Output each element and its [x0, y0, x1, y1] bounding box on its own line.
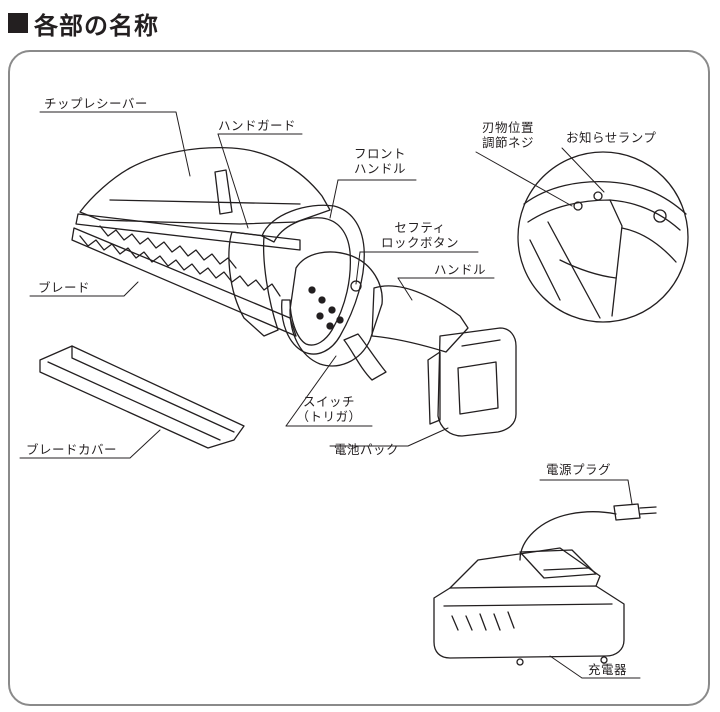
label-safety-lock-line1: セフティ — [394, 220, 446, 235]
label-indicator-lamp: お知らせランプ — [566, 130, 657, 145]
charger-illustration — [433, 503, 657, 666]
label-front-handle: フロント ハンドル — [340, 146, 420, 176]
label-hand-guard: ハンドガード — [218, 118, 297, 133]
label-safety-lock-line2: ロックボタン — [380, 235, 459, 250]
label-blade-adjust-screw: 刃物位置 調節ネジ — [472, 120, 544, 150]
label-chip-receiver: チップレシーバー — [44, 96, 148, 111]
label-front-handle-line2: ハンドル — [353, 161, 406, 176]
label-switch-line2: （トリガ） — [296, 409, 362, 424]
power-plug-shape — [613, 503, 641, 521]
label-blade: ブレード — [38, 280, 91, 295]
inset-detail-illustration — [517, 151, 689, 323]
blade-cover-illustration — [39, 345, 245, 449]
rear-handle-shape — [371, 285, 469, 353]
label-charger: 充電器 — [588, 662, 628, 677]
label-safety-lock: セフティ ロックボタン — [362, 220, 478, 250]
label-front-handle-line1: フロント — [353, 146, 406, 161]
label-blade-adjust-line1: 刃物位置 — [481, 120, 534, 135]
charger-cable-shape — [519, 511, 617, 561]
diagram-frame — [8, 50, 710, 706]
front-handle-shape — [261, 204, 365, 355]
label-blade-cover: ブレードカバー — [26, 442, 118, 457]
label-switch: スイッチ （トリガ） — [286, 394, 372, 424]
label-handle: ハンドル — [434, 262, 487, 277]
square-bullet-icon — [8, 13, 28, 33]
label-power-plug: 電源プラグ — [546, 462, 612, 477]
chip-receiver-shape — [79, 147, 331, 225]
section-header: 各部の名称 — [8, 6, 159, 40]
label-battery-pack: 電池パック — [334, 442, 400, 457]
blade-shape — [75, 213, 301, 251]
leader-lines — [19, 111, 641, 679]
motor-housing-shape — [289, 251, 383, 367]
label-switch-line1: スイッチ — [302, 394, 355, 409]
hand-guard-shape — [228, 231, 279, 337]
label-blade-adjust-line2: 調節ネジ — [481, 135, 534, 150]
charger-body-shape — [433, 585, 625, 659]
section-title: 各部の名称 — [34, 11, 159, 40]
hedge-trimmer-illustration — [71, 147, 517, 437]
